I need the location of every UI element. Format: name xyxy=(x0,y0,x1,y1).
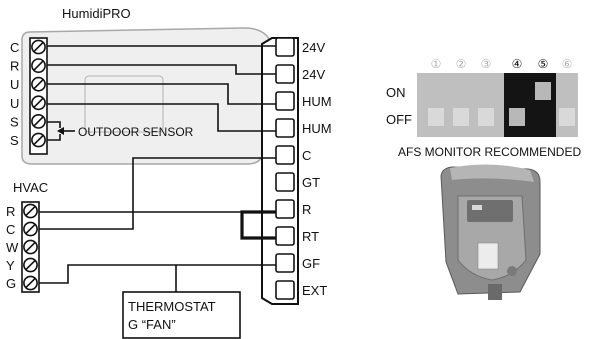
hvac-terminal-label: C xyxy=(6,222,15,237)
hvac-terminal-screw xyxy=(23,221,38,237)
terminal-block-label: C xyxy=(302,148,311,163)
dip-switch xyxy=(478,108,494,126)
hvac-terminal-screw xyxy=(23,257,38,273)
dip-switch-knob xyxy=(453,108,469,126)
terminal-block-slot xyxy=(275,91,295,111)
humidifier-label-sticker xyxy=(477,242,499,270)
humidifier-status-light xyxy=(472,205,482,210)
humidipro-terminal-screw xyxy=(31,132,46,148)
dip-switch-knob xyxy=(559,108,575,126)
wire-sensor-1 xyxy=(47,121,61,128)
sensor-arrow-head xyxy=(57,127,64,135)
wire-hvac-c xyxy=(39,157,276,230)
hvac-terminal-screw xyxy=(23,275,38,291)
dip-switch-number: ③ xyxy=(481,57,492,71)
dip-switch-knob xyxy=(535,82,551,100)
humidipro-terminal-label: R xyxy=(10,59,19,74)
thermostat-box: THERMOSTAT G “FAN” xyxy=(122,291,241,339)
dip-switch-knob xyxy=(478,108,494,126)
terminal-block-slot xyxy=(275,64,295,84)
dip-switch-number: ⑤ xyxy=(538,57,549,71)
terminal-block-label: HUM xyxy=(302,94,332,109)
humidifier-top-cover xyxy=(450,164,534,182)
terminal-block-label: 24V xyxy=(302,67,325,82)
hvac-terminal-label: Y xyxy=(6,258,15,273)
humidifier-device-image xyxy=(440,164,541,300)
terminal-block-slot xyxy=(275,118,295,138)
terminal-block-slot xyxy=(275,280,295,300)
terminal-block-slot xyxy=(275,199,295,219)
humidipro-outline xyxy=(21,27,273,165)
humidipro-terminal-screw xyxy=(31,76,46,92)
humidipro-terminal-label: C xyxy=(10,40,19,55)
dip-switch-number: ④ xyxy=(512,57,523,71)
humidipro-terminal-label: S xyxy=(10,114,19,129)
humidifier-bottom-fitting xyxy=(507,266,517,276)
wires xyxy=(39,45,276,292)
humidipro-terminal-screw xyxy=(31,39,46,55)
wire-u-hum-2 xyxy=(47,103,276,132)
humidipro-terminal-label: S xyxy=(10,133,19,148)
terminal-block-slot xyxy=(275,226,295,246)
dip-switch xyxy=(428,108,444,126)
dip-switch-number: ⑥ xyxy=(562,57,573,71)
terminal-block-label: EXT xyxy=(302,283,327,298)
humidipro-title: HumidiPRO xyxy=(62,6,131,21)
terminal-block-label: GT xyxy=(302,175,320,190)
dip-switch xyxy=(504,73,530,137)
wire-hvac-g xyxy=(39,264,276,284)
hvac-terminal-label: G xyxy=(6,276,16,291)
terminal-block-slot xyxy=(275,145,295,165)
outdoor-sensor-label: OUTDOOR SENSOR xyxy=(78,125,194,139)
humidipro-terminal-screw xyxy=(31,95,46,111)
hvac-terminal-screw xyxy=(23,239,38,255)
hvac-terminal-label: W xyxy=(6,240,19,255)
hvac-terminal-label: R xyxy=(6,204,15,219)
dip-off-label: OFF xyxy=(386,112,412,127)
terminal-block-slot xyxy=(275,253,295,273)
terminal-block-label: HUM xyxy=(302,121,332,136)
terminal-block-label: R xyxy=(302,202,311,217)
thermostat-line1: THERMOSTAT xyxy=(128,299,216,314)
terminal-block: 24V 24V HUM HUM C GT R RT GF EXT xyxy=(261,37,332,305)
wire-u-hum-1 xyxy=(47,83,276,105)
wire-r-24v xyxy=(47,64,276,75)
wire-sensor-2 xyxy=(47,134,61,141)
hvac-title: HVAC xyxy=(13,180,48,195)
dip-switch-knob xyxy=(428,108,444,126)
dip-switch xyxy=(453,108,469,126)
terminal-block-slot xyxy=(275,37,295,57)
terminal-block-label: GF xyxy=(302,256,320,271)
humidipro-terminal-screw xyxy=(31,114,46,129)
jumper-r-rt xyxy=(240,210,276,240)
dip-caption: AFS MONITOR RECOMMENDED xyxy=(398,145,581,159)
humidifier-outlet xyxy=(488,284,502,300)
humidifier-control-panel xyxy=(467,200,513,222)
humidipro-terminal-label: U xyxy=(10,96,19,111)
dip-switch-knob xyxy=(509,108,525,126)
humidipro-terminal-label: U xyxy=(10,77,19,92)
dip-on-label: ON xyxy=(386,85,406,100)
terminal-block-label: RT xyxy=(302,229,319,244)
thermostat-outline xyxy=(122,291,241,339)
humidipro-terminal-screw xyxy=(31,58,46,73)
dip-switch xyxy=(559,108,575,126)
terminal-block-slot xyxy=(275,172,295,192)
dip-switch xyxy=(530,73,556,137)
dip-switch-number: ② xyxy=(456,57,467,71)
hvac-terminal-screw xyxy=(23,203,38,219)
dip-switch-number: ① xyxy=(431,57,442,71)
thermostat-line2: G “FAN” xyxy=(128,317,176,332)
terminal-block-label: 24V xyxy=(302,40,325,55)
